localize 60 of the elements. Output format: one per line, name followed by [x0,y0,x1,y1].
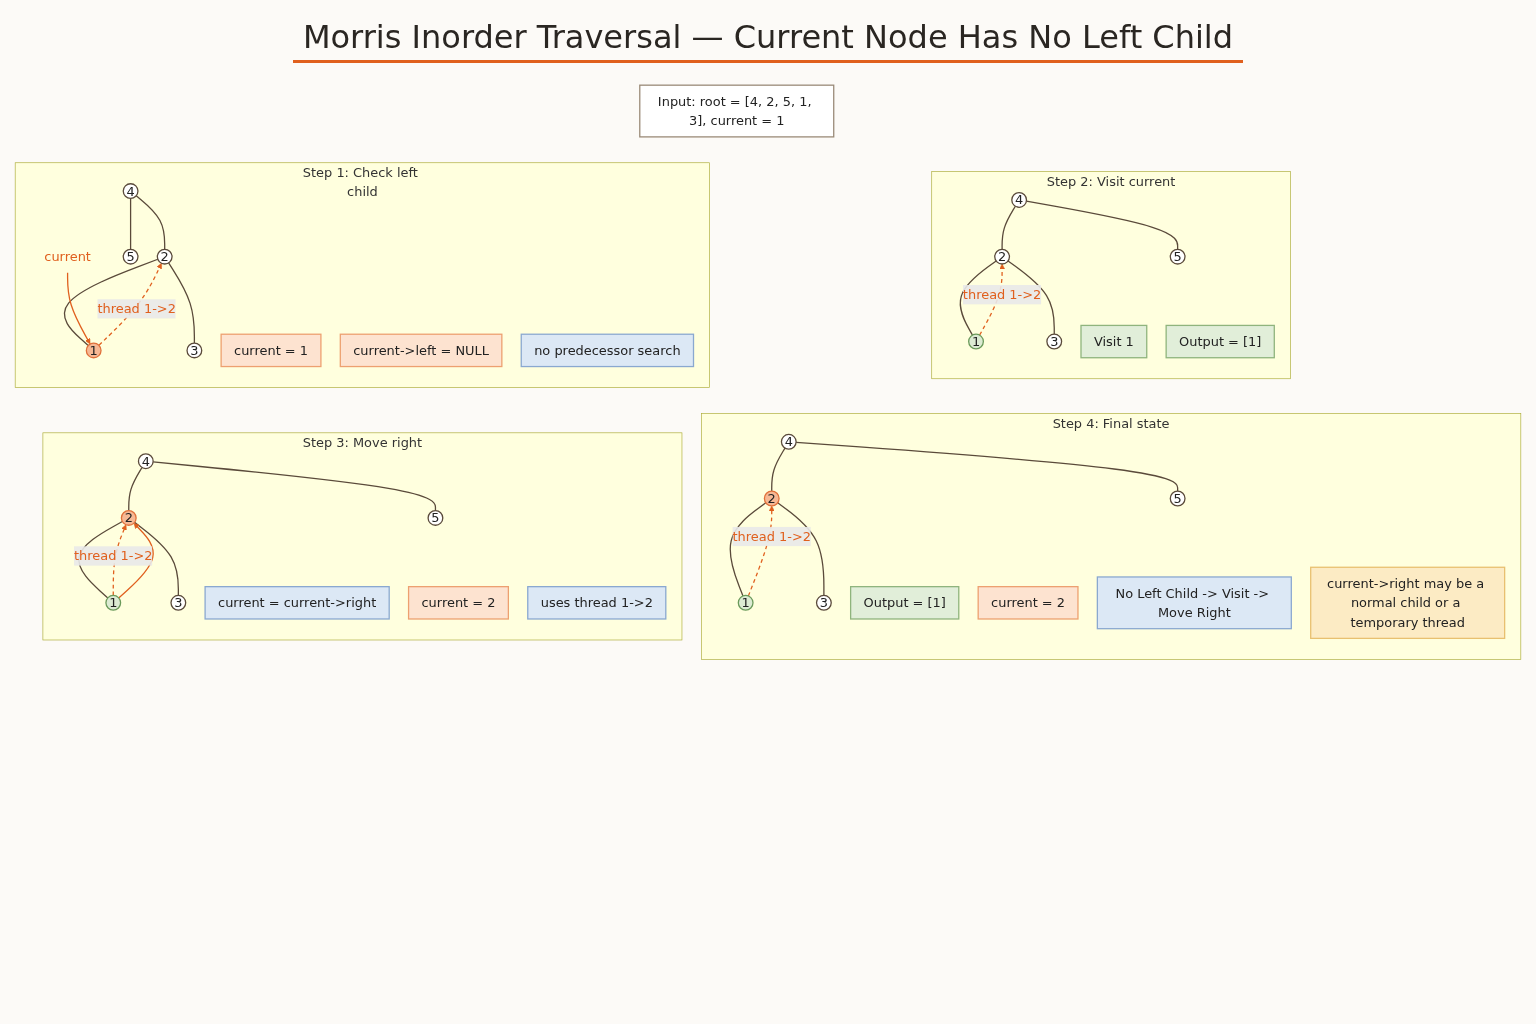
node-circle: 2 [120,509,137,526]
node-circle: 1 [737,594,754,611]
node-circle: 2 [763,490,780,507]
node-box: current = 2 [977,586,1079,620]
node-text: current [44,248,91,265]
edge-label: thread 1->2 [732,528,811,545]
connector [152,461,437,512]
node-circle: 5 [1169,248,1186,265]
arrow [978,263,1005,336]
node-circle: 2 [994,248,1011,265]
edge-label: thread 1->2 [74,548,153,564]
connector [1001,205,1016,250]
connector [795,441,1179,492]
node-box: no predecessor search [520,333,695,368]
node-box: current->right may be a normal child or a temporary thread [1310,566,1506,640]
node-circle: 1 [85,342,102,359]
node-box: current = current->right [204,586,390,620]
connector [168,262,196,344]
title: Morris Inorder Traversal — Current Node Has No Left Child [292,18,1244,63]
node-circle: 3 [1046,333,1063,350]
node-box: Output = [1] [850,586,960,620]
connector [1025,200,1179,250]
arrow [118,522,154,599]
node-box: current = 1 [220,333,322,368]
node-circle: 2 [156,248,173,265]
connector [133,521,179,597]
connector [777,502,825,597]
arrow [112,524,127,597]
connector [729,502,767,597]
node-box: Input: root = [4, 2, 5, 1, 3], current = 1 [639,84,835,138]
connector [135,195,166,250]
node-circle: 5 [1169,490,1186,507]
node-circle: 1 [105,594,122,611]
node-box: current->left = NULL [339,333,503,368]
connector [771,447,786,492]
connector [128,466,143,512]
connector [1007,260,1055,335]
node-box: No Left Child -> Visit -> Move Right [1096,576,1292,630]
node-circle: 5 [122,248,139,265]
node-circle: 3 [170,594,187,611]
edge-label: thread 1->2 [97,301,176,317]
arrow [747,505,775,597]
node-circle: 4 [122,183,139,200]
node-circle: 5 [427,509,444,526]
node-box: Output = [1] [1165,324,1275,359]
connector [129,197,132,250]
node-circle: 1 [968,333,984,350]
node-circle: 3 [186,342,203,359]
node-box: current = 2 [407,586,509,620]
connector [959,260,997,336]
connector [63,258,159,347]
node-circle: 3 [815,594,832,611]
arrow [98,263,162,346]
node-box: Visit 1 [1080,324,1148,359]
node-circle: 4 [1011,191,1028,208]
node-box: uses thread 1->2 [527,586,667,620]
arrow [66,272,91,345]
edge-label: thread 1->2 [962,286,1042,303]
node-circle: 4 [780,433,797,450]
node-circle: 4 [137,453,154,470]
